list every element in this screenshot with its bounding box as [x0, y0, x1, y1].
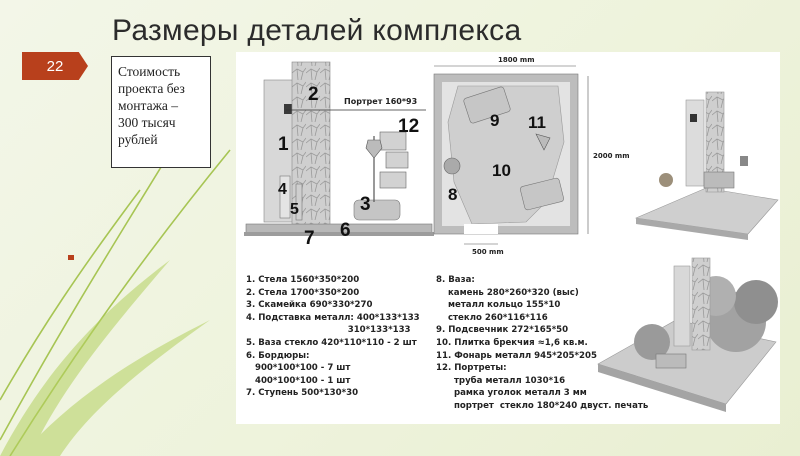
callout-10: 10: [492, 161, 511, 180]
spec-item: 4. Подставка металл: 400*133*133: [246, 312, 420, 323]
spec-item: рамка уголок металл 3 мм: [436, 388, 587, 399]
callout-3: 3: [360, 194, 371, 215]
spec-item: 11. Фонарь металл 945*205*205: [436, 350, 597, 361]
callout-6: 6: [340, 220, 351, 241]
callout-8: 8: [448, 185, 457, 204]
callout-7: 7: [304, 228, 315, 249]
spec-item: 400*100*100 - 1 шт: [246, 375, 351, 386]
spec-item: 6. Бордюры:: [246, 350, 310, 361]
spec-item: 2. Стела 1700*350*200: [246, 287, 360, 298]
slide-title: Размеры деталей комплекса: [112, 14, 522, 47]
memorial-drawings: Портрет 160*93 2 1 4 5 3 6 7 12 1800 mm …: [244, 56, 779, 412]
spec-item: 12. Портреты:: [436, 363, 507, 374]
cost-line: 300 тысяч: [118, 115, 176, 130]
spec-item: 1. Стела 1560*350*200: [246, 275, 360, 285]
bullet-marker: [68, 255, 74, 260]
spec-item: камень 280*260*320 (выс): [436, 287, 579, 298]
spec-item: труба металл 1030*16: [436, 375, 566, 386]
callout-12: 12: [398, 116, 419, 137]
portrait-size-label: Портрет 160*93: [344, 97, 417, 106]
render-bottom: [597, 257, 778, 412]
render-top: [634, 91, 779, 240]
spec-item: 900*100*100 - 7 шт: [246, 363, 351, 374]
cost-note: Стоимость проекта без монтажа – 300 тыся…: [111, 56, 211, 168]
spec-item: 5. Ваза стекло 420*110*110 - 2 шт: [246, 337, 417, 348]
specs-list-left: 1. Стела 1560*350*200 2. Стела 1700*350*…: [246, 274, 420, 400]
callout-5: 5: [290, 201, 299, 218]
callout-9: 9: [490, 111, 499, 130]
cost-line: монтажа –: [118, 98, 179, 113]
portrait-window: [284, 104, 294, 114]
plan-view: 1800 mm 2000 mm 500 mm 8 9 10 11: [433, 56, 630, 256]
callout-1: 1: [278, 134, 289, 155]
slide-number-badge: 22: [22, 52, 88, 80]
cost-line: Стоимость: [118, 64, 181, 79]
spec-item: 8. Ваза:: [436, 275, 475, 285]
spec-item: 3. Скамейка 690*330*270: [246, 300, 373, 311]
plan-width-label: 1800 mm: [498, 56, 535, 64]
spec-item: 10. Плитка брекчия ≈1,6 кв.м.: [436, 337, 588, 348]
callout-11: 11: [528, 113, 546, 132]
spec-item: 7. Ступень 500*130*30: [246, 388, 359, 399]
cost-line: проекта без: [118, 81, 185, 96]
plan-depth-label: 2000 mm: [593, 152, 630, 160]
callout-4: 4: [278, 181, 287, 198]
memorial-spec-image: Портрет 160*93 2 1 4 5 3 6 7 12 1800 mm …: [236, 52, 780, 424]
spec-item: 9. Подсвечник 272*165*50: [436, 325, 569, 336]
spec-item: стекло 260*116*116: [436, 312, 548, 323]
cost-line: рублей: [118, 132, 158, 147]
specs-list-right: 8. Ваза: камень 280*260*320 (выс) металл…: [436, 274, 648, 413]
spec-item: металл кольцо 155*10: [436, 300, 561, 311]
spec-item: портрет стекло 180*240 двуст. печать: [436, 400, 649, 411]
plan-gap-label: 500 mm: [472, 248, 504, 256]
front-view: Портрет 160*93 2 1 4 5 3 6 7 12: [244, 61, 434, 249]
callout-2: 2: [308, 84, 319, 105]
spec-item: 310*133*133: [246, 325, 411, 336]
